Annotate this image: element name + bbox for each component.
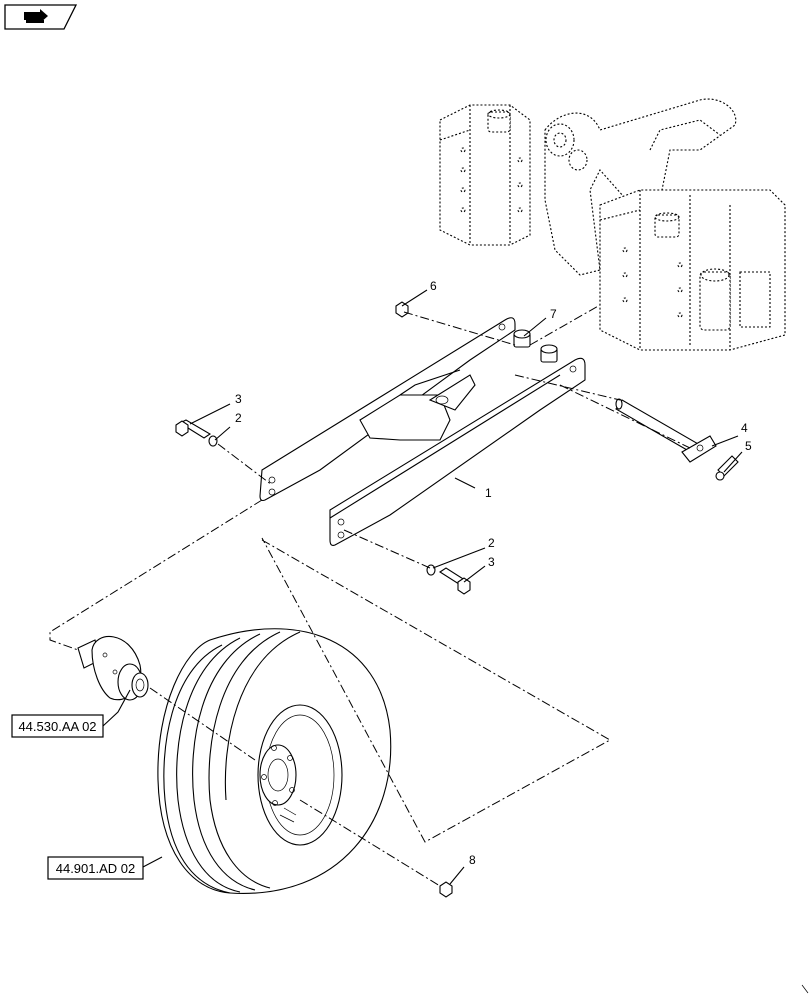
callout-7: 7 (550, 307, 557, 321)
leader-lines (102, 289, 743, 885)
assembly-centerlines (49, 304, 691, 887)
bolt-3-lower (438, 567, 471, 595)
washer-2-lower (426, 564, 436, 576)
mounting-bracket-phantom (439, 98, 786, 351)
pivot-pin (615, 398, 717, 463)
frame-arm-assembly (259, 317, 586, 546)
wheel-hub (77, 636, 149, 701)
reference-hub-label: 44.530.AA 02 (18, 719, 96, 734)
callout-2-upper: 2 (235, 411, 242, 425)
lug-nut-8 (439, 881, 453, 898)
callout-2-lower: 2 (488, 536, 495, 550)
callout-1: 1 (485, 486, 492, 500)
corner-mark (801, 984, 809, 994)
callout-5: 5 (745, 439, 752, 453)
callout-6: 6 (430, 279, 437, 293)
bolt-3-upper (175, 419, 212, 439)
callout-4: 4 (741, 421, 748, 435)
callout-3-lower: 3 (488, 555, 495, 569)
next-page-icon (24, 9, 48, 23)
callout-3-upper: 3 (235, 392, 242, 406)
callout-8: 8 (469, 853, 476, 867)
bushing-pair (513, 329, 558, 363)
bolt-5 (715, 455, 739, 481)
reference-wheel-label: 44.901.AD 02 (56, 861, 136, 876)
next-page-button[interactable] (4, 4, 78, 30)
reference-wheel-link[interactable]: 44.901.AD 02 (47, 856, 144, 880)
reference-hub-link[interactable]: 44.530.AA 02 (11, 714, 104, 738)
wheel-tire (157, 628, 392, 894)
washer-2-upper (208, 435, 218, 447)
nut-6 (395, 301, 409, 318)
